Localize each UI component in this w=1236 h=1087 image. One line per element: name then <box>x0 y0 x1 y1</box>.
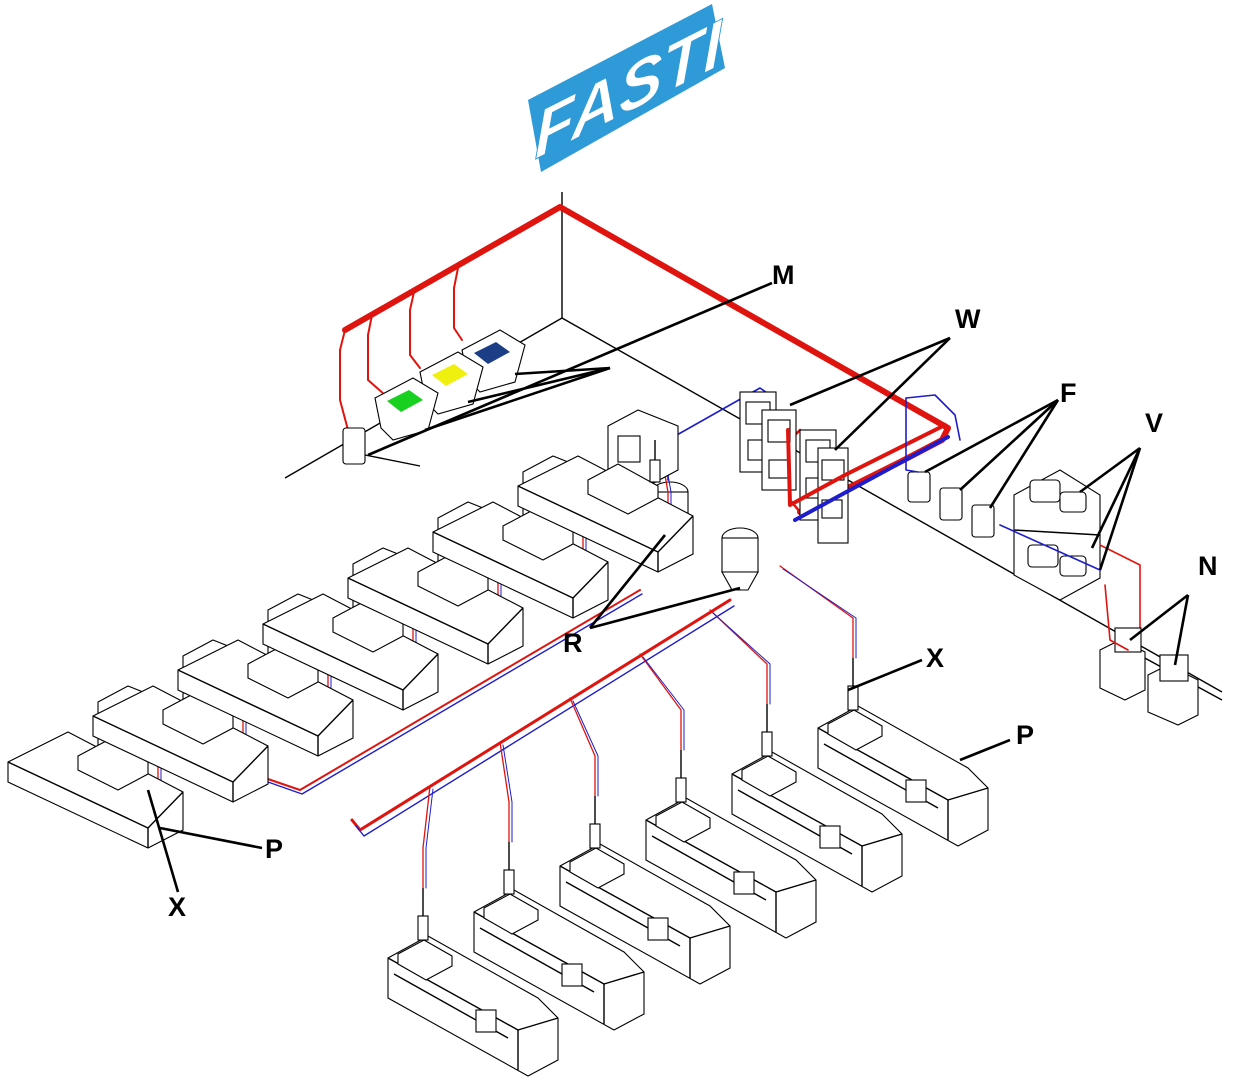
proportional-valve <box>343 428 365 464</box>
label-w: W <box>955 304 981 334</box>
label-x-left: X <box>168 892 186 922</box>
label-n: N <box>1198 551 1218 581</box>
material-hoppers <box>343 330 525 466</box>
label-x-right: X <box>926 643 944 673</box>
filters <box>906 395 994 537</box>
right-header-red <box>352 600 730 830</box>
right-branch-blue <box>783 569 856 658</box>
right-branch-red <box>710 610 767 704</box>
right-branch-red <box>570 698 595 796</box>
hopper-green <box>375 378 438 440</box>
label-r: R <box>563 628 583 658</box>
right-branch-red <box>780 566 853 658</box>
right-branch-blue <box>643 657 684 750</box>
machines-left-row <box>8 410 693 848</box>
machines-right-row <box>388 658 988 1076</box>
label-f: F <box>1060 378 1077 408</box>
label-m: M <box>772 260 795 290</box>
right-branch-red <box>640 654 681 750</box>
right-branch-blue <box>426 789 433 888</box>
label-p-left: P <box>265 834 283 864</box>
control-units <box>1100 585 1198 725</box>
logo-text: FASTI <box>535 3 723 173</box>
label-p-right: P <box>1016 720 1034 750</box>
fasti-logo: FASTI <box>528 3 725 173</box>
leader-lines <box>148 283 1188 892</box>
label-v: V <box>1145 408 1163 438</box>
